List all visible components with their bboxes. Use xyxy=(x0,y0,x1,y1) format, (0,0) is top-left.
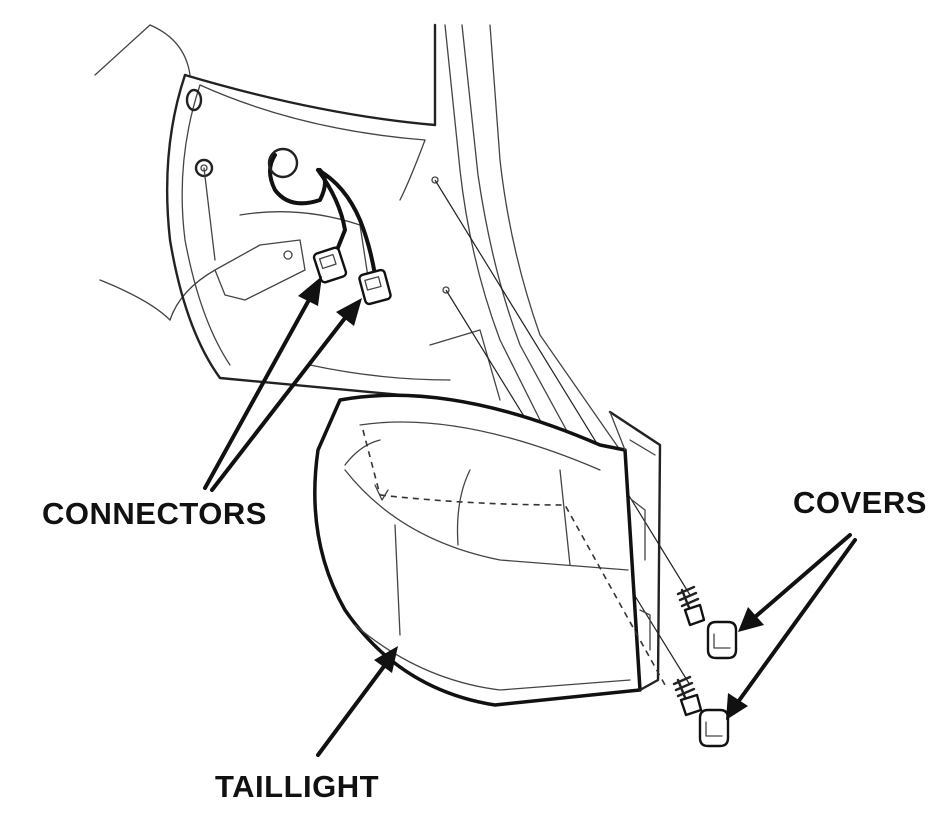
bolt-lower xyxy=(672,675,703,717)
cover-lower xyxy=(698,708,730,748)
bolt-upper xyxy=(676,585,706,627)
taillight-callout-arrow xyxy=(316,646,398,757)
wiring-harness xyxy=(267,147,377,277)
body-panel xyxy=(94,23,621,456)
connector-right xyxy=(358,268,392,306)
cover-upper xyxy=(706,620,738,660)
connector-left xyxy=(312,246,348,284)
connectors-callout-arrows xyxy=(203,276,362,492)
covers-label: COVERS xyxy=(793,485,927,520)
connectors-label: CONNECTORS xyxy=(42,496,267,531)
taillight-label: TAILLIGHT xyxy=(215,769,380,804)
taillight-assembly xyxy=(313,393,666,707)
covers-callout-arrows xyxy=(726,533,857,720)
